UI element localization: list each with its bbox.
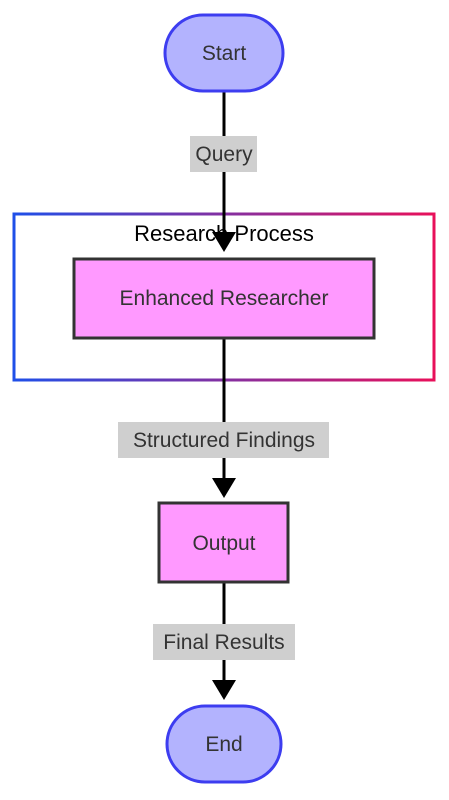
node-label: Output: [192, 532, 255, 555]
arrowhead-icon: [212, 680, 236, 700]
arrowhead-icon: [212, 478, 236, 498]
edge-structured-findings: Structured Findings: [118, 338, 329, 498]
edge-label-background: [118, 422, 329, 458]
arrowhead-icon: [212, 232, 236, 252]
node-label: Start: [202, 42, 247, 65]
node-label: End: [205, 733, 242, 756]
node-shape: [163, 13, 285, 93]
edge-label: Query: [195, 143, 253, 166]
edge-final-results: Final Results: [153, 582, 295, 700]
edge-label-background: [190, 136, 257, 172]
node-end[interactable]: End: [165, 704, 283, 784]
node-start[interactable]: Start: [163, 13, 285, 93]
edge-label-background: [153, 624, 295, 660]
node-shape: [72, 257, 376, 340]
node-enhanced-researcher[interactable]: Enhanced Researcher: [72, 257, 376, 340]
node-output[interactable]: Output: [157, 501, 290, 584]
node-shape: [157, 501, 290, 584]
edge-label: Final Results: [163, 631, 284, 654]
node-shape: [165, 704, 283, 784]
edge-query: Query: [190, 92, 257, 252]
edge-label: Structured Findings: [133, 429, 315, 452]
node-label: Enhanced Researcher: [120, 287, 329, 310]
